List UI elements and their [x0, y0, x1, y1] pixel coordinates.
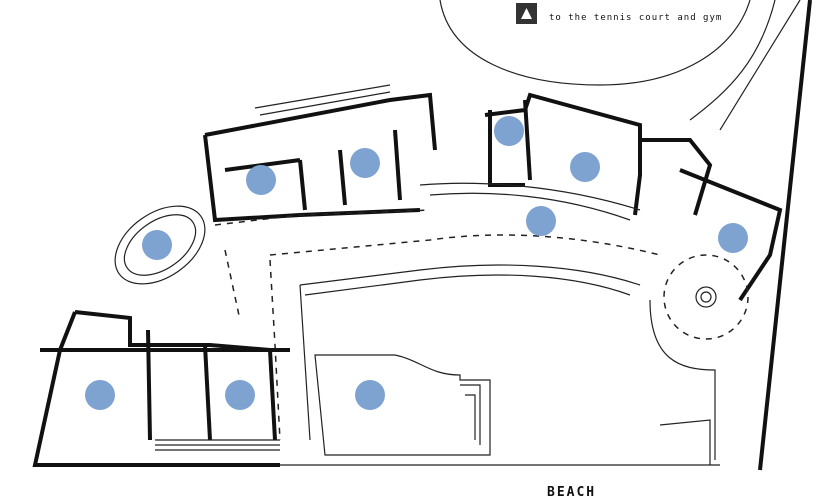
driveway-outer — [689, 0, 801, 131]
hotspot-room-3[interactable] — [494, 116, 524, 146]
gallery-arc — [419, 182, 641, 221]
south-stairs — [155, 439, 280, 451]
hotspot-room-south[interactable] — [225, 380, 255, 410]
hotspot-room-4[interactable] — [570, 152, 600, 182]
tennis-court-link[interactable]: to the tennis court and gym — [516, 3, 722, 24]
round-pavilion — [663, 254, 749, 340]
beach-label: BEACH — [547, 485, 597, 500]
hotspot-room-east[interactable] — [718, 223, 748, 253]
terrace-steps — [299, 264, 641, 441]
tennis-court-link-label[interactable]: to the tennis court and gym — [549, 12, 723, 23]
arcade-west — [224, 249, 281, 441]
south-wing-walls — [32, 310, 290, 467]
east-boundary — [758, 0, 812, 471]
hotspot-ring-pavilion[interactable] — [142, 230, 172, 260]
north-wing-walls — [203, 92, 437, 223]
south-terrace — [649, 299, 716, 465]
hotspot-pool[interactable] — [355, 380, 385, 410]
pavilion-fountain — [695, 286, 717, 308]
ring-pavilion — [114, 205, 206, 285]
east-wing-walls — [484, 92, 783, 302]
ring-pavilion-inner — [123, 214, 197, 276]
hotspot-gallery[interactable] — [526, 206, 556, 236]
hotspot-room-1[interactable] — [246, 165, 276, 195]
pool-outline — [314, 354, 491, 456]
hotspot-room-southwest[interactable] — [85, 380, 115, 410]
driveway-curve — [439, 0, 751, 86]
up-arrow-icon[interactable] — [516, 3, 537, 24]
north-stairs — [254, 84, 391, 116]
pavilion-fountain-center — [700, 291, 712, 303]
hotspots — [85, 116, 748, 410]
pool-steps — [460, 384, 481, 445]
hotspot-room-2[interactable] — [350, 148, 380, 178]
arcade-north — [214, 209, 661, 256]
